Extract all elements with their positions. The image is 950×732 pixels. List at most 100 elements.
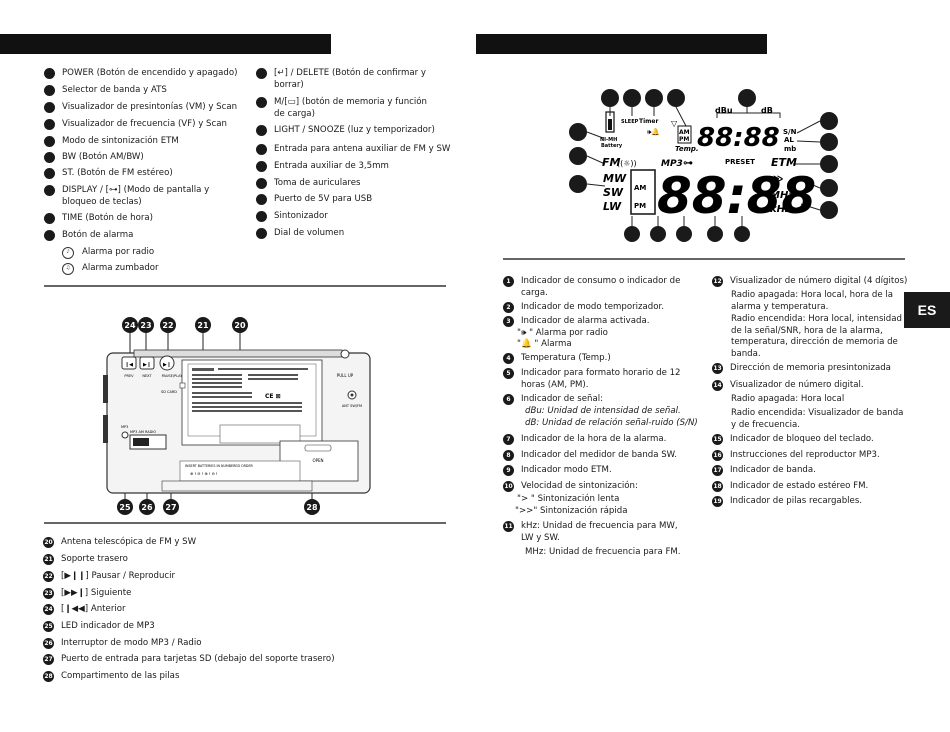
small-am: AM <box>634 184 646 192</box>
timer-label: Timer <box>639 118 658 125</box>
preset-label: PRESET <box>725 158 755 166</box>
bullet <box>44 213 55 224</box>
battery-label: NI-MH <box>600 137 617 143</box>
number-badge: 27 <box>43 654 54 665</box>
number-badge: 8 <box>503 450 514 461</box>
list-item: POWER (Botón de encendido y apagado) <box>62 68 238 78</box>
bullet <box>44 230 55 241</box>
mw-label: MW <box>603 172 627 185</box>
antenna-jack-label: ANT SW/FM <box>342 404 362 408</box>
dbu-line: dBu: Unidad de intensidad de señal. <box>525 406 681 416</box>
speed-arrows-icon: ≫ <box>773 174 783 185</box>
bullet <box>256 178 267 189</box>
db-line: dB: Unidad de relación señal-ruido (S/N) <box>525 418 698 428</box>
temp-label: Temp. <box>675 145 699 153</box>
list-item: [↵] / DELETE (Botón de confirmar y borra… <box>274 68 426 90</box>
svg-text:CE ⊠: CE ⊠ <box>265 393 281 400</box>
number-badge: 19 <box>712 496 723 507</box>
number-badge: 2 <box>503 302 514 313</box>
bullet <box>44 68 55 79</box>
number-badge: 12 <box>712 276 723 287</box>
list-item: Indicador del medidor de banda SW. <box>521 450 677 460</box>
list-item: Modo de sintonización ETM <box>62 136 179 146</box>
number-badge: 1 <box>503 276 514 287</box>
pause-label: PAUSE/PLAY <box>162 374 184 378</box>
bullet <box>256 68 267 79</box>
header-bar-right <box>476 34 767 54</box>
battery-order-label: INSERT BATTERIES IN NUMBERED ORDER <box>185 464 254 468</box>
sd-card-label: SD CARD <box>161 390 177 394</box>
list-item: [▶▶❙] Siguiente <box>61 588 132 598</box>
number-badge: 16 <box>712 450 723 461</box>
number-badge: 3 <box>503 316 514 327</box>
callout-number: 28 <box>306 503 318 512</box>
list-item: Dirección de memoria presintonizada <box>730 363 891 373</box>
number-badge: 24 <box>43 604 54 615</box>
buzzer-alarm-icon: ♫ <box>62 263 74 275</box>
mode-switch-label: MP3 AM RADIO <box>130 430 156 434</box>
list-item: Visualizador de número digital. <box>730 380 864 390</box>
callout-number: 25 <box>119 503 131 512</box>
list-item: Entrada para antena auxiliar de FM y SW <box>274 144 451 154</box>
list-item: Visualizador de número digital (4 dígito… <box>730 276 908 286</box>
svg-text:⊕ ⁞ ⊖ ⁞ ⊕ ⁞ ⊖ ⁞: ⊕ ⁞ ⊖ ⁞ ⊕ ⁞ ⊖ ⁞ <box>190 471 217 476</box>
list-item: LED indicador de MP3 <box>61 621 155 631</box>
svg-text:❙◀: ❙◀ <box>125 362 133 368</box>
list-item: Selector de banda y ATS <box>62 85 167 95</box>
alarm-line: "🔔 " Alarma <box>517 339 572 349</box>
list-item: Indicador de bloqueo del teclado. <box>730 434 874 444</box>
callout-number: 27 <box>165 503 176 512</box>
divider <box>503 258 905 260</box>
mp3-label: MP3 <box>661 159 683 169</box>
bullet <box>44 152 55 163</box>
fast-tuning-line: ">>" Sintonización rápida <box>515 506 628 516</box>
svg-text:((☼)): ((☼)) <box>617 159 637 168</box>
bullet <box>44 119 55 130</box>
language-tab: ES <box>904 292 950 328</box>
number-badge: 11 <box>503 521 514 532</box>
number-badge: 26 <box>43 638 54 649</box>
bullet <box>256 144 267 155</box>
dbu-label: dBu <box>715 106 733 115</box>
am-indicator: AM <box>679 129 690 136</box>
list-item: Indicador de la hora de la alarma. <box>521 434 667 444</box>
alarm-radio-line: "🕪 " Alarma por radio <box>517 328 608 338</box>
callout-number: 20 <box>234 321 246 330</box>
callout-number: 24 <box>124 321 136 330</box>
clock-digits: 88:88 <box>697 123 780 153</box>
next-label: NEXT <box>142 374 152 378</box>
svg-text:Battery: Battery <box>601 143 623 149</box>
bullet <box>44 185 55 196</box>
list-item: Interruptor de modo MP3 / Radio <box>61 638 202 648</box>
list-item: Indicador de alarma activada. <box>521 316 650 326</box>
lcd-display-diagram: NI-MH Battery SLEEP Timer 🕪🔔 ▽ AM PM Tem… <box>569 89 838 242</box>
list-item: Entrada auxiliar de 3,5mm <box>274 161 389 171</box>
bullet <box>44 136 55 147</box>
list-item: Indicador de modo temporizador. <box>521 302 664 312</box>
list-item: Indicador de señal: <box>521 394 604 404</box>
sw-label: SW <box>603 186 624 199</box>
bullet <box>256 125 267 136</box>
number-badge: 6 <box>503 394 514 405</box>
list-item: Compartimento de las pilas <box>61 671 180 681</box>
svg-text:▽: ▽ <box>671 119 678 128</box>
list-item: [❙◀◀] Anterior <box>61 604 126 614</box>
bullet <box>256 161 267 172</box>
list-item: Visualizador de frecuencia (VF) y Scan <box>62 119 227 129</box>
list-item: Sintonizador <box>274 211 328 221</box>
list-item: Dial de volumen <box>274 228 345 238</box>
list-item: DISPLAY / [⊶] (Modo de pantalla y bloque… <box>62 185 210 207</box>
pm-indicator: PM <box>679 136 689 143</box>
number-badge: 7 <box>503 434 514 445</box>
mhz-line: MHz: Unidad de frecuencia para FM. <box>525 547 681 557</box>
list-item: M/[▭] (botón de memoria y función de car… <box>274 97 427 119</box>
list-item: LIGHT / SNOOZE (luz y temporizador) <box>274 125 435 135</box>
number-badge: 15 <box>712 434 723 445</box>
number-badge: 9 <box>503 465 514 476</box>
mp3-led-label: MP3 <box>121 425 128 429</box>
callout-number: 21 <box>197 321 209 330</box>
radio-on-14: Radio encendida: Visualizador de banda y… <box>731 408 904 430</box>
radio-alarm-icon: ♪ <box>62 247 74 259</box>
prev-label: PREV <box>124 374 134 378</box>
bullet <box>256 228 267 239</box>
